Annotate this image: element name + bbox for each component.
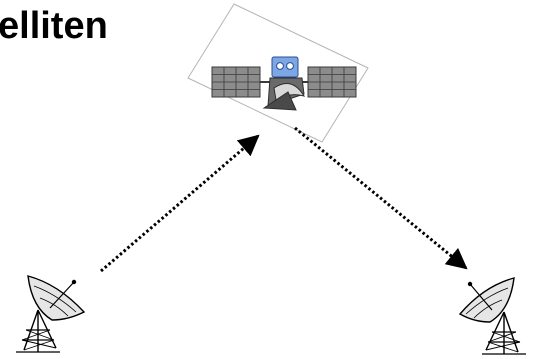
uplink-arrow: [100, 134, 260, 273]
satellite-icon: [187, 3, 369, 143]
satellite-dish-icon: [458, 277, 526, 355]
satellite-sensor: [271, 56, 299, 78]
downlink-arrow: [294, 126, 468, 270]
slide-title: elliten: [0, 5, 108, 47]
solar-panel-left: [211, 66, 261, 98]
satellite-dish-icon: [16, 275, 86, 353]
solar-panel-right: [307, 66, 357, 98]
